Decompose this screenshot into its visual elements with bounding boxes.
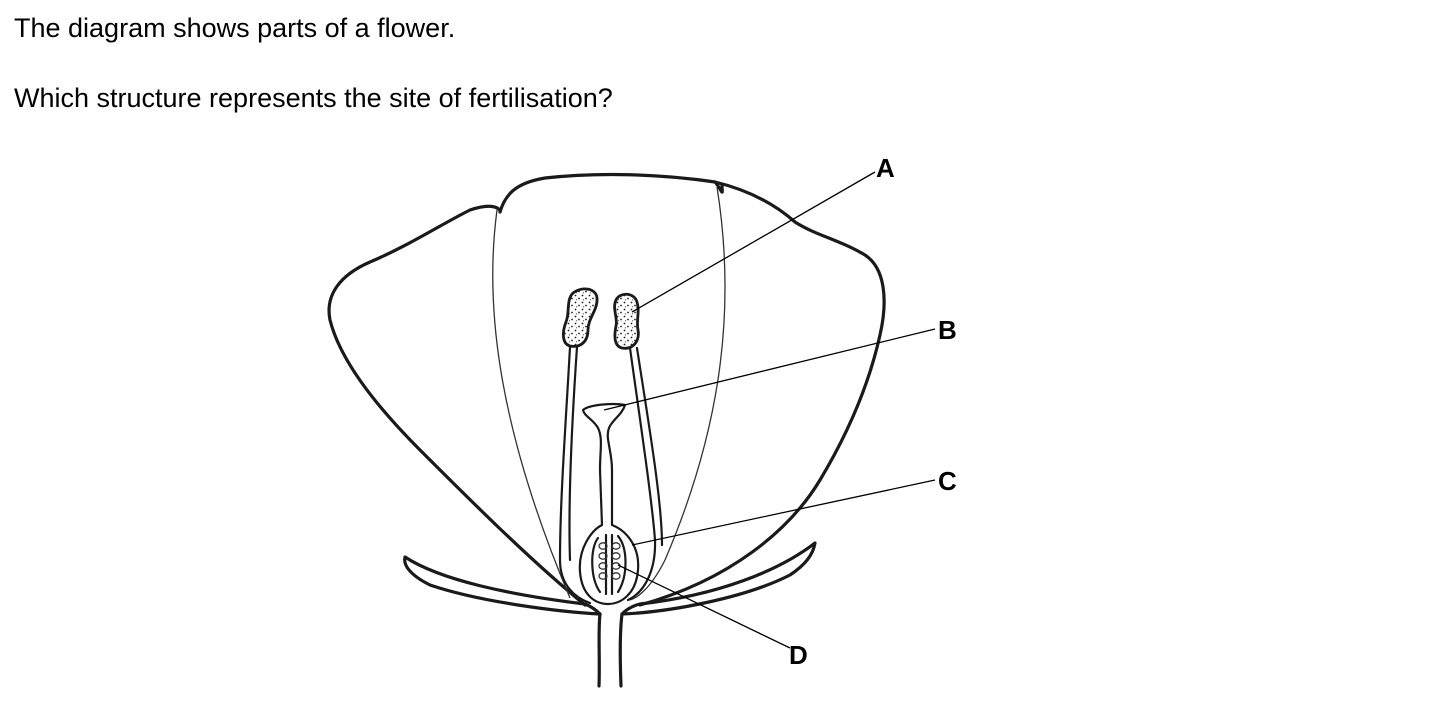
petals [327, 172, 886, 607]
leader-lines [603, 171, 936, 649]
leader-line-c [631, 479, 936, 546]
anther-left [561, 287, 599, 348]
question-prompt: Which structure represents the site of f… [14, 83, 613, 113]
label-c: C [938, 466, 957, 496]
stamen-right [613, 292, 664, 602]
label-b: B [938, 315, 957, 345]
stalk [597, 612, 624, 688]
question-intro: The diagram shows parts of a flower. [14, 13, 456, 43]
leader-line-d [617, 564, 791, 649]
ovules [598, 542, 621, 580]
leader-line-b [603, 328, 936, 411]
anther-right [613, 292, 640, 350]
leader-line-a [631, 171, 876, 313]
label-d: D [789, 640, 808, 670]
carpel [578, 402, 640, 606]
label-a: A [876, 153, 895, 183]
stamen-left [558, 287, 599, 605]
